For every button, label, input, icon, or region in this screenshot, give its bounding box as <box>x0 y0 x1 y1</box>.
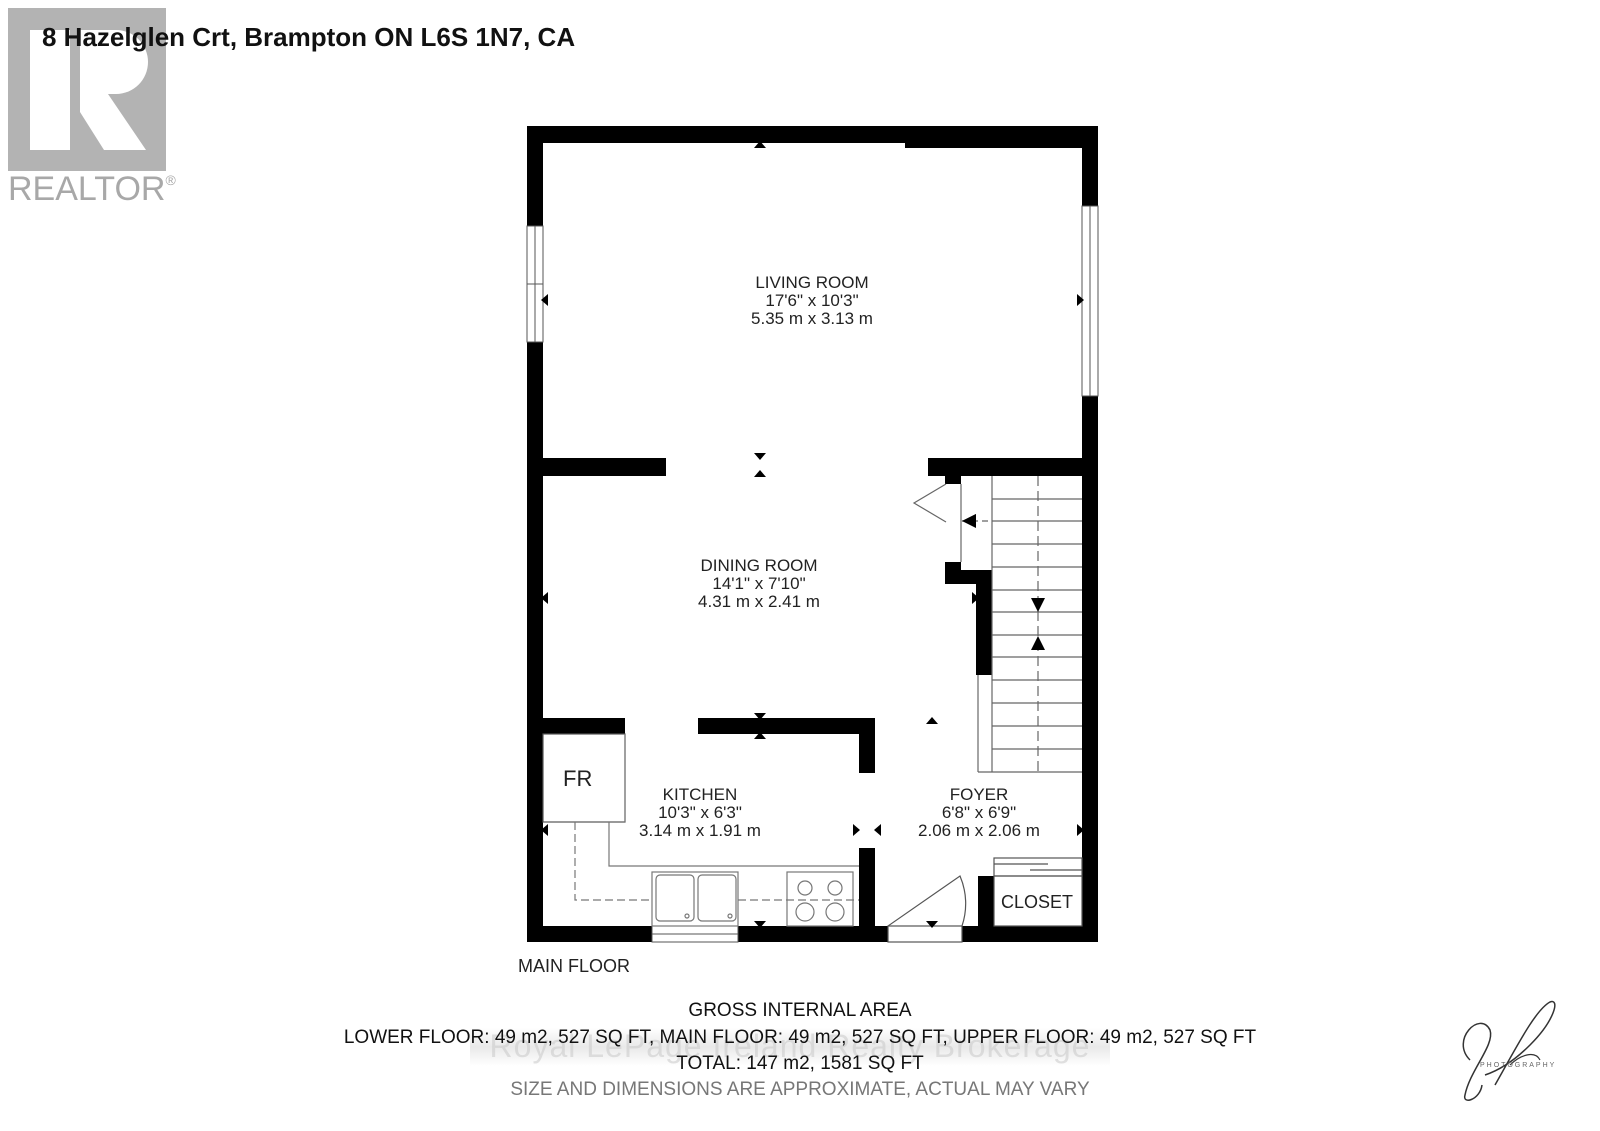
disclaimer-line: SIZE AND DIMENSIONS ARE APPROXIMATE, ACT… <box>510 1079 1090 1100</box>
property-address-title: 8 Hazelglen Crt, Brampton ON L6S 1N7, CA <box>42 22 576 52</box>
room-label-foyer: FOYER 6'8" x 6'9" 2.06 m x 2.06 m <box>918 786 1040 840</box>
photographer-text: PHOTOGRAPHY <box>1480 1062 1557 1069</box>
room-metric: 4.31 m x 2.41 m <box>698 592 820 611</box>
room-imperial: 14'1" x 7'10" <box>712 574 806 593</box>
room-metric: 3.14 m x 1.91 m <box>639 821 761 840</box>
gross-area-heading: GROSS INTERNAL AREA <box>688 1000 912 1021</box>
fridge-label: FR <box>563 766 593 791</box>
room-label-dining-room: DINING ROOM 14'1" x 7'10" 4.31 m x 2.41 … <box>698 557 820 611</box>
room-imperial: 17'6" x 10'3" <box>765 291 859 310</box>
brokerage-watermark: Royal LePage Ireland Realty Brokerage <box>470 1028 1110 1066</box>
room-imperial: 6'8" x 6'9" <box>941 803 1017 822</box>
total-area-line: TOTAL: 147 m2, 1581 SQ FT <box>676 1053 924 1074</box>
doors <box>887 857 1083 943</box>
room-imperial: 10'3" x 6'3" <box>658 803 742 822</box>
windows <box>526 205 1099 943</box>
room-label-living-room: LIVING ROOM 17'6" x 10'3" 5.35 m x 3.13 … <box>751 274 873 328</box>
kitchen-counters <box>542 733 859 927</box>
realtor-logo-icon <box>8 8 166 171</box>
room-name: LIVING ROOM <box>755 273 869 292</box>
room-metric: 5.35 m x 3.13 m <box>751 309 873 328</box>
room-label-kitchen: KITCHEN 10'3" x 6'3" 3.14 m x 1.91 m <box>639 786 761 840</box>
realtor-wordmark: REALTOR® <box>8 170 176 208</box>
closet-label: CLOSET <box>1001 892 1074 912</box>
photographer-signature-icon <box>1462 1000 1556 1101</box>
room-name: DINING ROOM <box>700 556 818 575</box>
room-name: FOYER <box>949 785 1009 804</box>
dimension-markers <box>541 141 1084 928</box>
room-name: KITCHEN <box>662 785 738 804</box>
room-metric: 2.06 m x 2.06 m <box>918 821 1040 840</box>
stair-arrows <box>962 514 1045 650</box>
stairs <box>912 476 1082 773</box>
floor-name-label: MAIN FLOOR <box>518 956 631 976</box>
floor-areas-line: LOWER FLOOR: 49 m2, 527 SQ FT, MAIN FLOO… <box>343 1027 1257 1048</box>
walls <box>527 126 1098 942</box>
